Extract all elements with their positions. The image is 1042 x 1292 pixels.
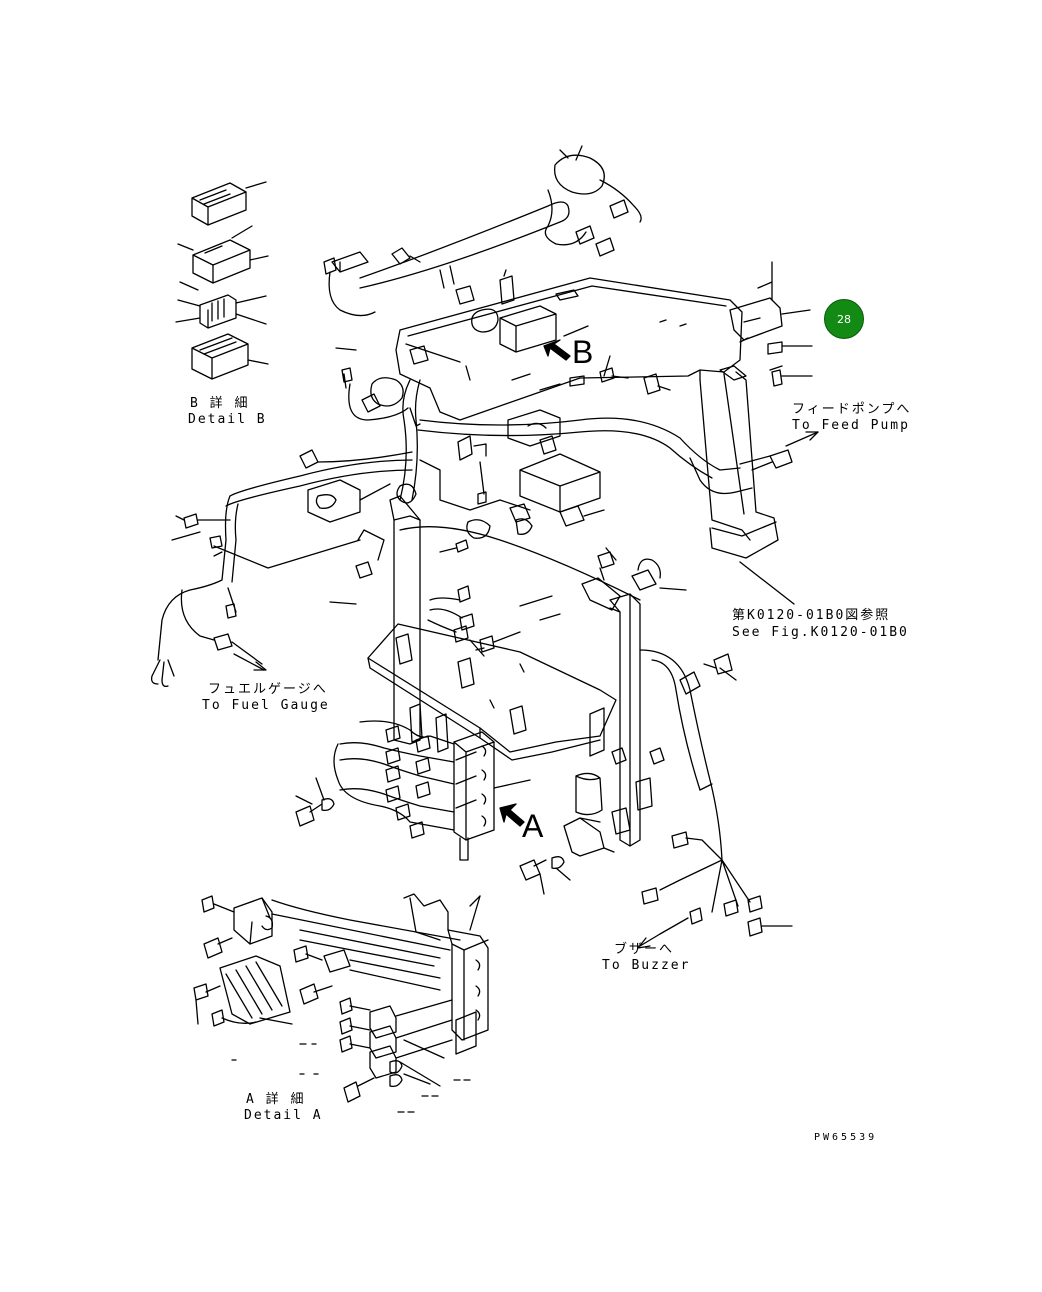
view-arrow-a [500,804,524,826]
direction-arrows [234,432,818,948]
buzzer-jp-label: ブザーへ [614,942,675,957]
fuel-gauge-harness [152,450,412,686]
view-arrow-b [544,340,570,360]
buzzer-en-label: To Buzzer [602,958,691,973]
detail-b-components [176,182,268,379]
callout-28-button[interactable]: 28 [824,299,864,339]
lower-fasteners [296,586,614,894]
detail-b-en-label: Detail B [188,412,267,427]
main-harness-cables [342,368,792,500]
mounting-plate [368,596,616,760]
key-switch-assembly [324,146,641,316]
frame-post [700,310,812,558]
fuel-gauge-en-label: To Fuel Gauge [202,698,330,713]
cab-frame-top-plate [396,270,782,420]
leader-lines [330,262,794,906]
view-a-letter: A [522,808,544,844]
frame-center-members [308,368,670,744]
detail-b-jp-label: B 詳 細 [190,396,250,411]
relay-assembly [334,704,530,860]
detail-a-components [194,894,488,1112]
feed-pump-jp-label: フィードポンプへ [792,402,912,417]
drawing-code: PW65539 [814,1132,878,1143]
feed-pump-en-label: To Feed Pump [792,418,910,433]
see-fig-en-label: See Fig.K0120-01B0 [732,625,909,640]
detail-a-en-label: Detail A [244,1108,323,1123]
fuel-gauge-jp-label: フュエルゲージへ [208,682,328,697]
detail-a-jp-label: A 詳 細 [246,1092,306,1107]
right-bracket [582,552,664,846]
view-b-letter: B [572,334,594,370]
see-fig-jp-label: 第K0120-01B0図参照 [732,608,891,623]
buzzer-harness [640,650,792,936]
